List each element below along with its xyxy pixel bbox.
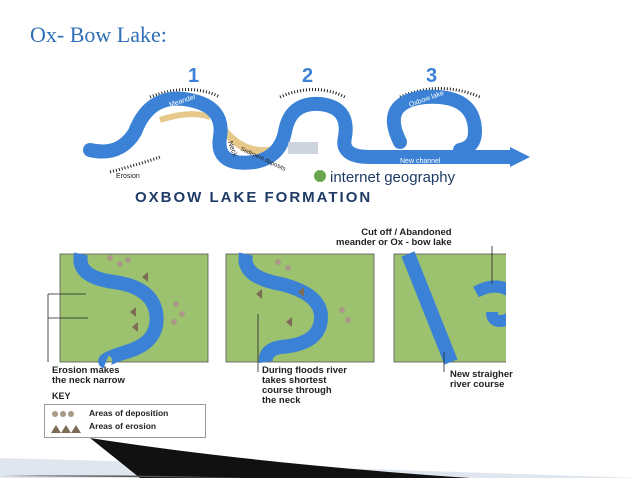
erosion-hatch-4 <box>110 157 160 172</box>
slide-decoration <box>0 418 638 478</box>
erosion-hatch-2 <box>280 90 345 98</box>
step-number-2: 2 <box>302 65 313 87</box>
sediment-deposit-2 <box>160 114 210 120</box>
neck-crossing <box>288 142 318 154</box>
oxbow-lake <box>394 97 475 150</box>
label-floods: During floods river takes shortest cours… <box>262 366 347 406</box>
oxbow-formation-diagram: 1 2 3 Meander Neck Erosion Sediment depo… <box>80 62 540 212</box>
brand-text: internet geography <box>330 169 456 186</box>
label-cutoff: Cut off / Abandoned meander or Ox - bow … <box>336 228 452 248</box>
key-deposition: Areas of deposition <box>89 408 168 418</box>
channel-arrow <box>510 147 530 167</box>
slide-title: Ox- Bow Lake: <box>30 22 167 48</box>
diagram-caption: OXBOW LAKE FORMATION <box>135 189 372 206</box>
key-title: KEY <box>52 391 71 401</box>
label-erosion: Erosion <box>116 173 140 180</box>
label-new-channel: New channel <box>400 158 441 165</box>
label-new-course: New straigher river course <box>450 370 513 390</box>
step-number-1: 1 <box>188 65 199 87</box>
step-number-3: 3 <box>426 65 437 87</box>
label-erosion-neck: Erosion makes the neck narrow <box>52 366 125 386</box>
globe-icon <box>314 170 326 182</box>
